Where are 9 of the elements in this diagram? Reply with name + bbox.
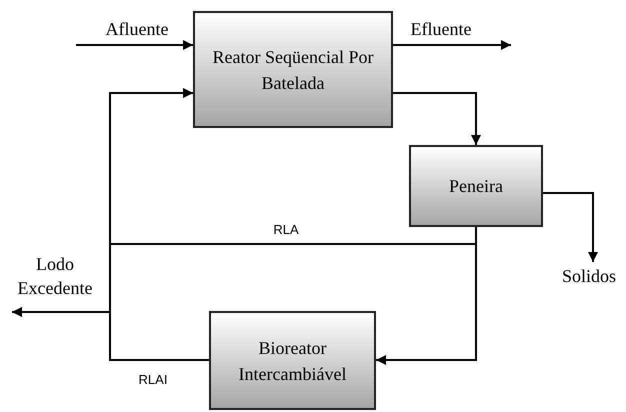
- arrow: [393, 92, 481, 145]
- arrow: [543, 192, 598, 262]
- process-box: Bioreator Intercambiável: [209, 311, 376, 410]
- arrow: [76, 40, 193, 50]
- arrow: [12, 307, 209, 361]
- output-label: Solidos: [552, 262, 626, 290]
- arrow: [393, 40, 511, 50]
- process-box: Peneira: [409, 145, 543, 227]
- process-box: Reator Seqüencial Por Batelada: [193, 11, 393, 128]
